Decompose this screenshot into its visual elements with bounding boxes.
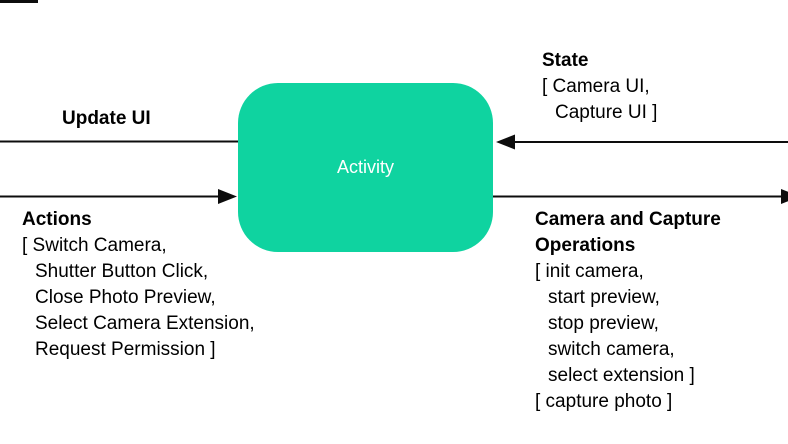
actions-title: Actions bbox=[22, 209, 92, 230]
camera-ops-line: [ capture photo ] bbox=[535, 391, 673, 412]
actions-line: Request Permission ] bbox=[35, 339, 216, 360]
label-update-ui: Update UI bbox=[62, 108, 151, 129]
arrow-state-head-icon bbox=[496, 134, 515, 150]
corner-bar bbox=[0, 0, 38, 3]
state-title: State bbox=[542, 50, 589, 71]
state-line: [ Camera UI, bbox=[542, 76, 650, 97]
camera-ops-line: start preview, bbox=[548, 287, 660, 308]
camera-ops-line: switch camera, bbox=[548, 339, 675, 360]
activity-node bbox=[238, 83, 493, 252]
state-line: Capture UI ] bbox=[555, 102, 658, 123]
camera-ops-title: Camera and Capture bbox=[535, 209, 721, 230]
camera-ops-line: stop preview, bbox=[548, 313, 659, 334]
actions-line: Select Camera Extension, bbox=[35, 313, 255, 334]
camera-ops-line: [ init camera, bbox=[535, 261, 644, 282]
actions-block: Actions [ Switch Camera, Shutter Button … bbox=[22, 207, 255, 363]
activity-node-label: Activity bbox=[336, 157, 394, 177]
camera-ops-block: Camera and Capture Operations [ init cam… bbox=[535, 207, 721, 415]
camera-ops-line: select extension ] bbox=[548, 365, 695, 386]
actions-line: Close Photo Preview, bbox=[35, 287, 216, 308]
actions-line: Shutter Button Click, bbox=[35, 261, 209, 282]
arrow-actions-head-icon bbox=[218, 189, 237, 204]
state-block: State [ Camera UI, Capture UI ] bbox=[542, 48, 657, 126]
arrow-camops-head-icon bbox=[781, 189, 788, 204]
actions-line: [ Switch Camera, bbox=[22, 235, 167, 256]
camera-ops-title: Operations bbox=[535, 235, 636, 256]
